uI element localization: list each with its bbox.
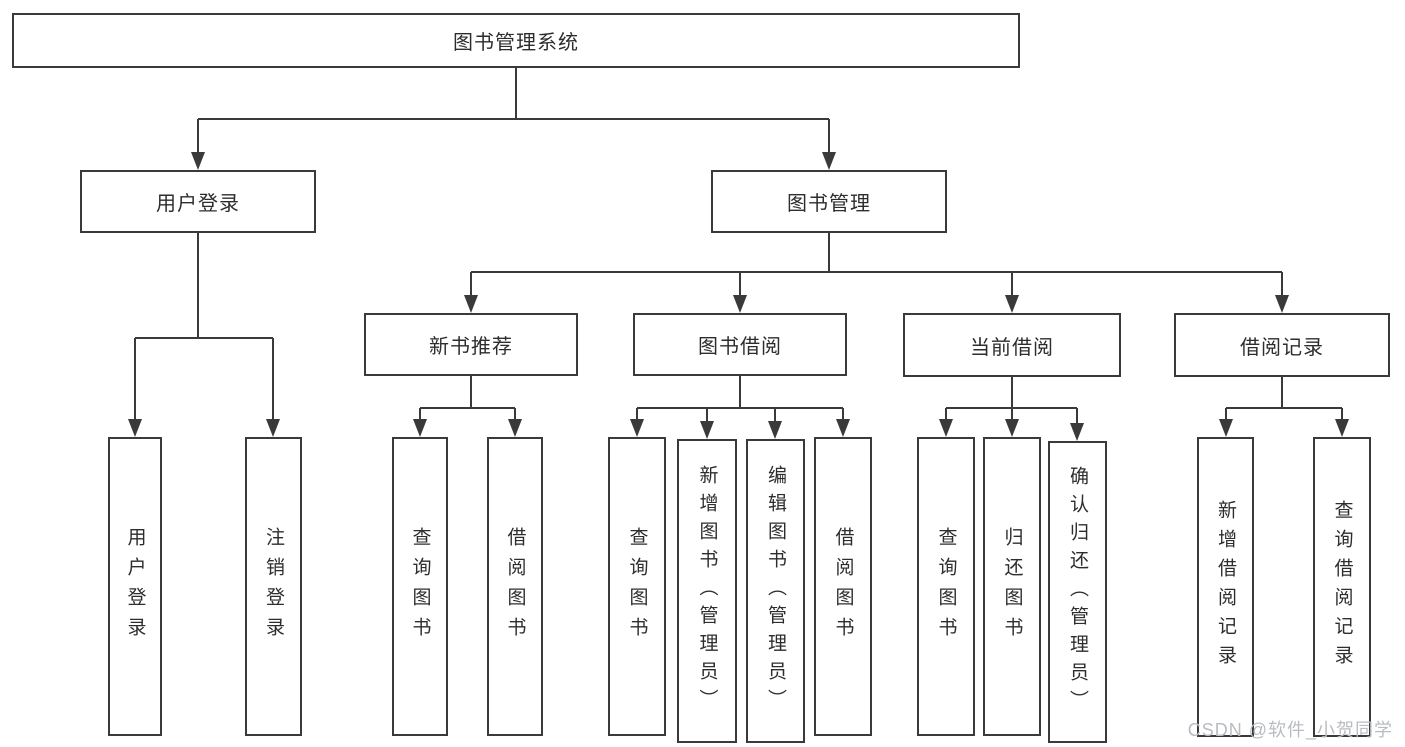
connector-borrow-to-leaves: [630, 376, 850, 439]
node-leaf-current-confirm-return-admin: 确认归还（管理员）: [1048, 441, 1107, 743]
node-leaf-recommend-query-book: 查询图书: [392, 437, 448, 736]
node-leaf-record-query: 查询借阅记录: [1313, 437, 1371, 737]
node-leaf-borrow-borrow-book: 借阅图书: [814, 437, 872, 736]
node-leaf-logout: 注销登录: [245, 437, 302, 736]
node-leaf-current-query-book: 查询图书: [917, 437, 975, 736]
connector-root-to-branches: [191, 68, 836, 170]
node-leaf-borrow-add-book-admin: 新增图书（管理员）: [677, 439, 737, 743]
connector-user-login-to-leaves: [128, 233, 280, 437]
node-module-book-borrow: 图书借阅: [633, 313, 847, 376]
csdn-watermark: CSDN @软件_小贺同学: [1187, 720, 1393, 740]
connector-record-to-leaves: [1219, 377, 1349, 437]
connector-current-to-leaves: [939, 377, 1084, 441]
node-module-borrow-record: 借阅记录: [1174, 313, 1390, 377]
node-module-current-borrow: 当前借阅: [903, 313, 1121, 377]
connector-book-management-to-modules: [464, 233, 1289, 313]
node-leaf-record-add: 新增借阅记录: [1197, 437, 1254, 737]
node-leaf-borrow-query-book: 查询图书: [608, 437, 666, 736]
node-leaf-borrow-edit-book-admin: 编辑图书（管理员）: [746, 439, 805, 743]
node-leaf-current-return-book: 归还图书: [983, 437, 1041, 736]
node-leaf-user-login: 用户登录: [108, 437, 162, 736]
connector-recommend-to-leaves: [413, 376, 522, 437]
node-root-library-system: 图书管理系统: [12, 13, 1020, 68]
node-branch-book-management: 图书管理: [711, 170, 947, 233]
node-leaf-recommend-borrow-book: 借阅图书: [487, 437, 543, 736]
node-module-new-book-recommend: 新书推荐: [364, 313, 578, 376]
node-branch-user-login: 用户登录: [80, 170, 316, 233]
